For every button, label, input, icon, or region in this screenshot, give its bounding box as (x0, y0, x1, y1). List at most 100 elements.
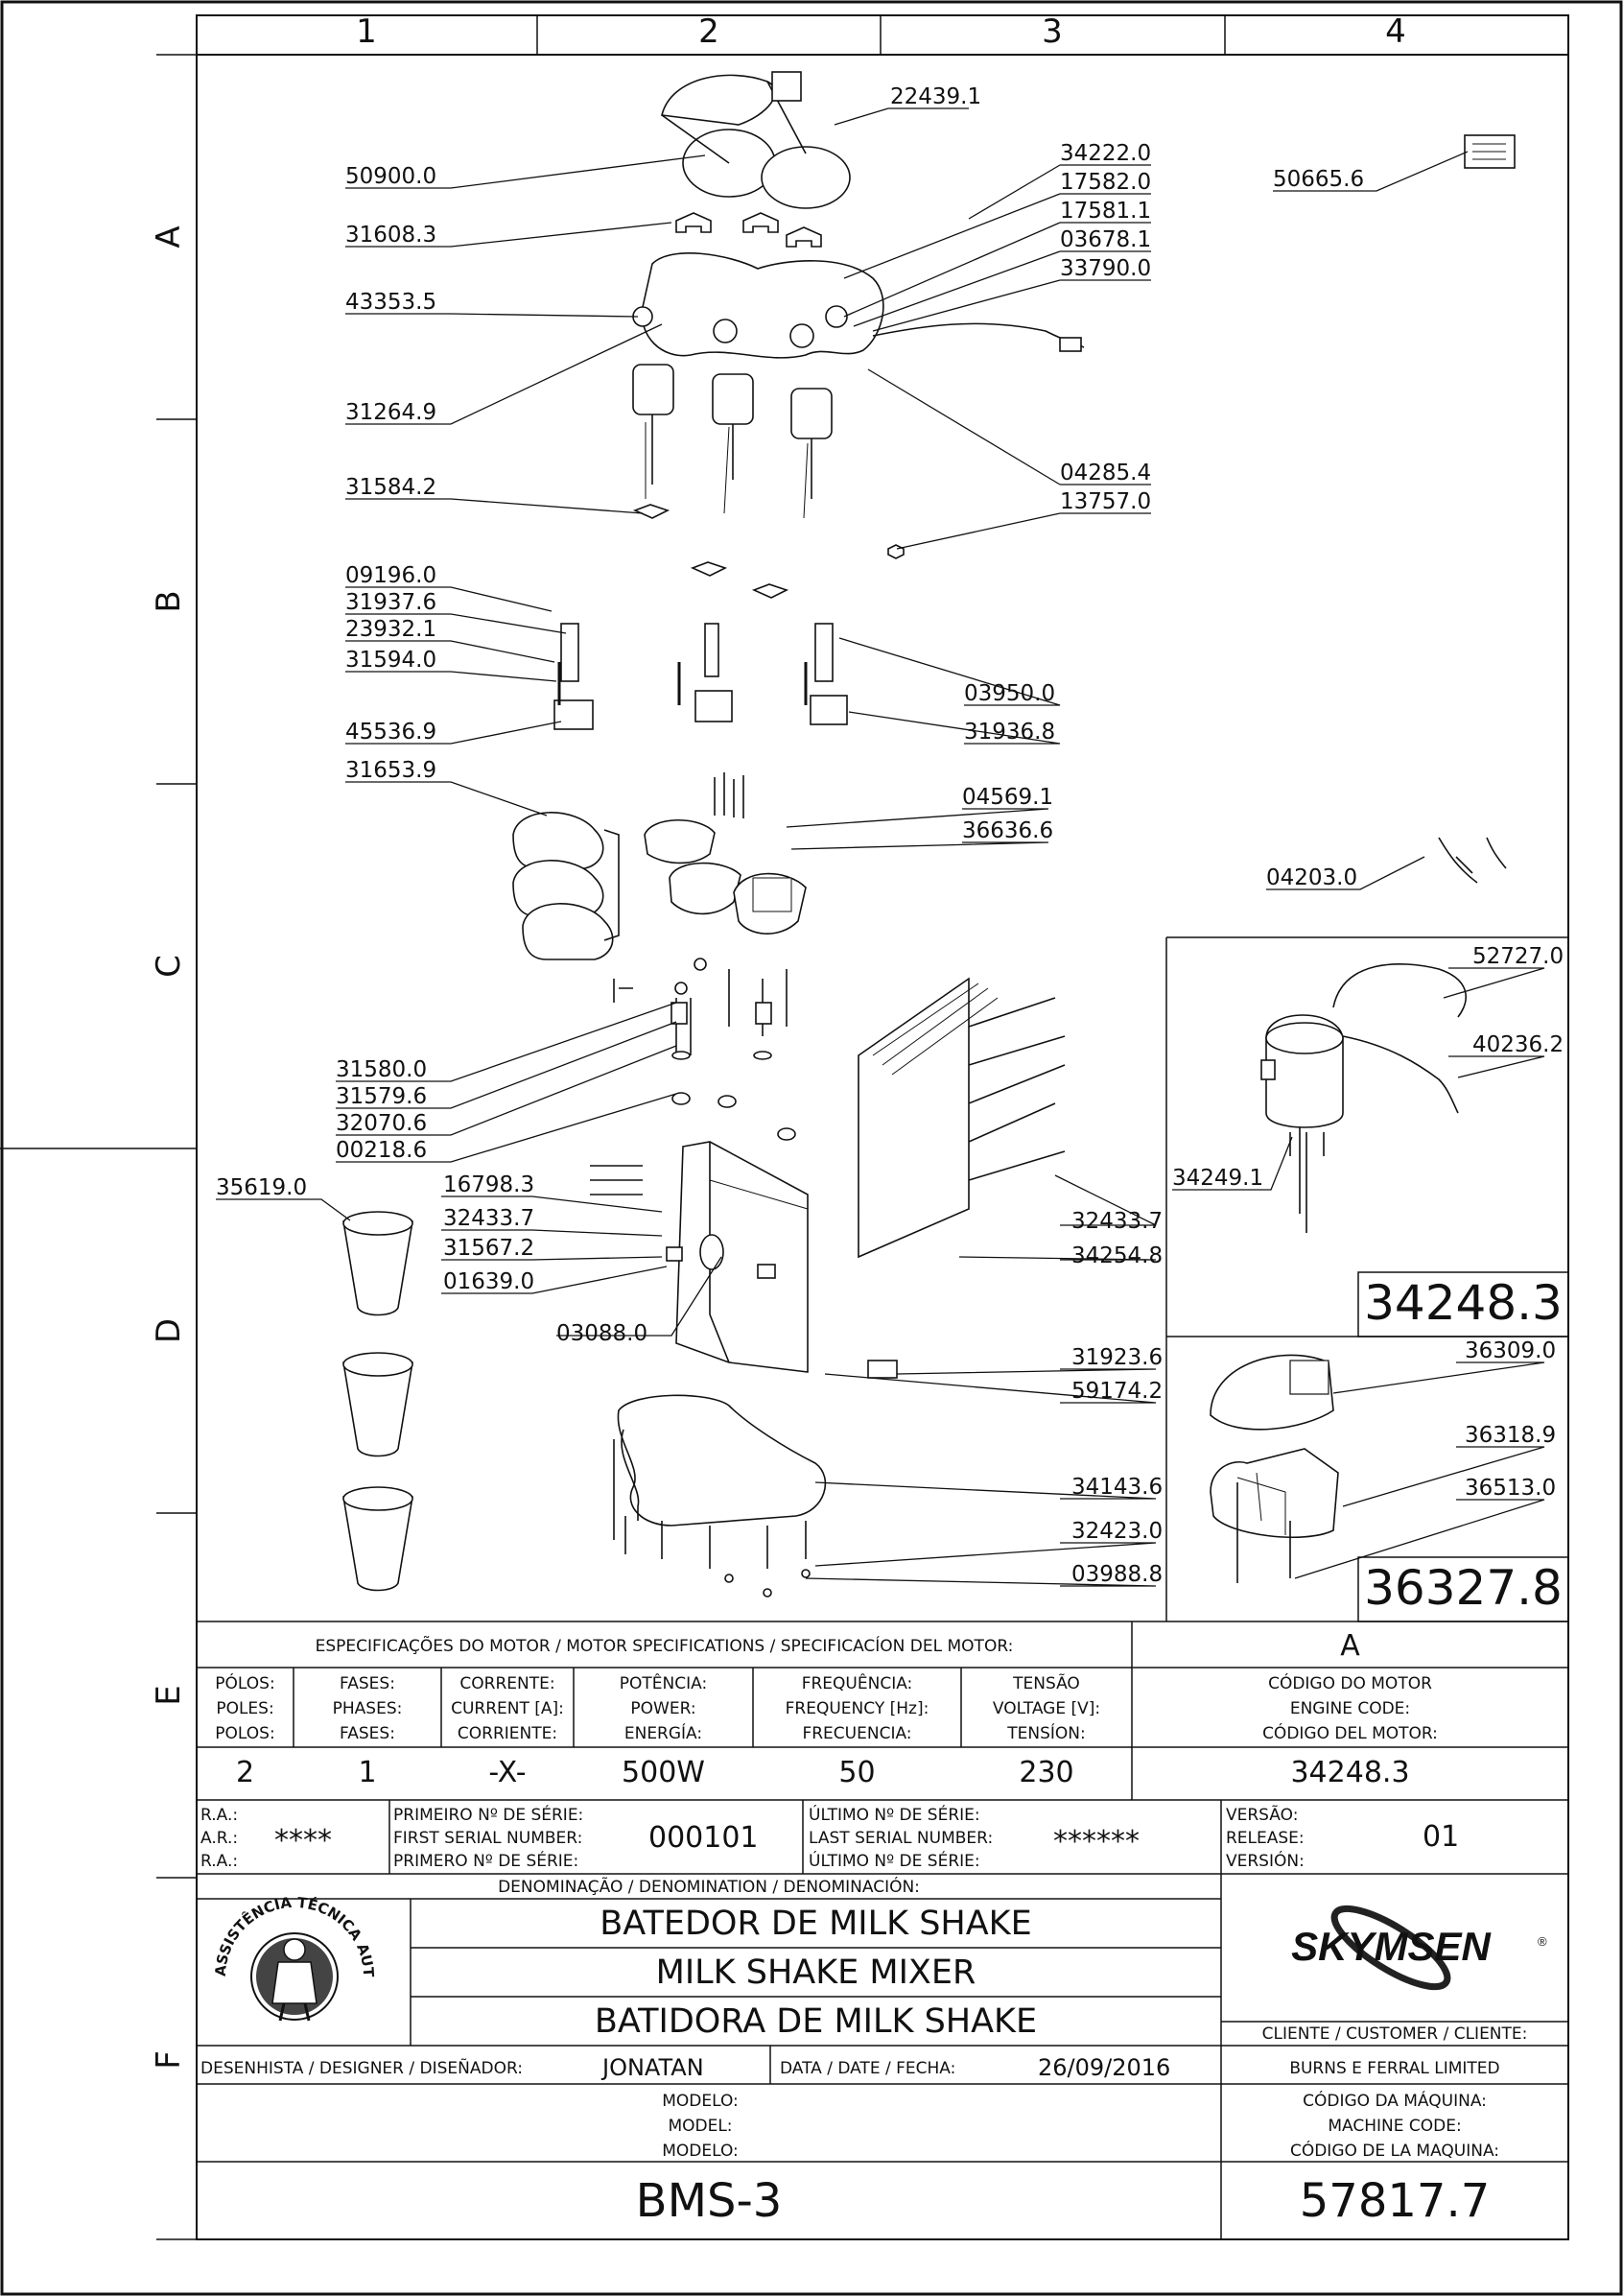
part-label: 17581.1 (1060, 199, 1151, 224)
part-label: 40236.2 (1472, 1032, 1564, 1057)
motor-assembly-code: 34248.3 (1364, 1275, 1563, 1331)
part-label: 43353.5 (345, 290, 436, 315)
version-labels: VERSÃO:RELEASE:VERSIÓN: (1226, 1806, 1305, 1871)
part-label: 52727.0 (1472, 944, 1564, 969)
part-label: 03678.1 (1060, 227, 1151, 252)
skymsen-logo: SKYMSEN ® (1291, 1905, 1547, 1991)
ra-labels: R.A.:A.R.:R.A.: (200, 1806, 239, 1871)
ra-value: **** (274, 1824, 332, 1858)
grid-row-a: A (150, 225, 188, 248)
customer-label: CLIENTE / CUSTOMER / CLIENTE: (1261, 2024, 1528, 2044)
part-label: 31937.6 (345, 590, 436, 615)
part-label: 31584.2 (345, 475, 436, 500)
version-value: 01 (1423, 1820, 1460, 1854)
spec-header-current: CORRENTE:CURRENT [A]:CORRIENTE: (451, 1674, 564, 1743)
spec-header-frequency: FREQUÊNCIA:FREQUENCY [Hz]:FRECUENCIA: (785, 1674, 929, 1743)
denomination-spanish: BATIDORA DE MILK SHAKE (594, 2002, 1038, 2041)
part-label: 36318.9 (1465, 1423, 1556, 1448)
part-label: 31653.9 (345, 758, 436, 783)
part-label: 33790.0 (1060, 256, 1151, 281)
part-label: 22439.1 (890, 84, 981, 109)
part-label: 16798.3 (443, 1172, 534, 1197)
machine-code-labels: CÓDIGO DA MÁQUINA:MACHINE CODE:CÓDIGO DE… (1289, 2092, 1500, 2161)
part-label: 03950.0 (964, 681, 1055, 706)
part-label: 45536.9 (345, 720, 436, 745)
denomination-english: MILK SHAKE MIXER (655, 1953, 976, 1992)
part-label: 32433.7 (1071, 1209, 1163, 1234)
part-label: 00218.6 (336, 1138, 427, 1163)
spec-value-voltage: 230 (1019, 1756, 1074, 1789)
part-label: 34143.6 (1071, 1475, 1163, 1500)
grid-row-c: C (150, 955, 188, 978)
part-label: 50900.0 (345, 164, 436, 189)
grid-row-d: D (150, 1318, 188, 1343)
part-label: 13757.0 (1060, 489, 1151, 514)
model-value: BMS-3 (635, 2174, 783, 2228)
part-label: 31923.6 (1071, 1345, 1163, 1370)
part-label: 04569.1 (962, 785, 1053, 810)
first-serial-labels: PRIMEIRO Nº DE SÉRIE:FIRST SERIAL NUMBER… (393, 1806, 584, 1871)
motor-specs-column-label: A (1340, 1629, 1360, 1663)
spec-value-poles: 2 (235, 1756, 255, 1789)
model-labels: MODELO:MODEL:MODELO: (662, 2092, 739, 2161)
part-label: 31580.0 (336, 1057, 427, 1082)
exploded-assembly-drawing (342, 71, 1516, 1598)
part-label: 50665.6 (1273, 167, 1364, 192)
spec-value-phases: 1 (358, 1756, 377, 1789)
grid-column-4: 4 (1385, 12, 1406, 51)
svg-text:®: ® (1538, 1934, 1547, 1949)
grid-row-e: E (150, 1685, 188, 1705)
last-serial-value: ****** (1053, 1825, 1140, 1858)
spec-header-power: POTÊNCIA:POWER:ENERGÍA: (619, 1674, 708, 1743)
part-label: 09196.0 (345, 563, 436, 588)
part-label: 34254.8 (1071, 1243, 1163, 1268)
head-assembly-code: 36327.8 (1364, 1560, 1563, 1616)
part-label: 36636.6 (962, 818, 1053, 843)
part-number-labels: 22439.1 50900.0 34222.0 17582.0 17581.1 … (216, 84, 1564, 1587)
part-label: 36513.0 (1465, 1476, 1556, 1501)
part-label: 31594.0 (345, 648, 436, 673)
first-serial-value: 000101 (648, 1821, 759, 1855)
designer-value: JONATAN (602, 2054, 704, 2081)
date-label: DATA / DATE / FECHA: (780, 2059, 956, 2078)
machine-code-value: 57817.7 (1299, 2174, 1491, 2228)
part-label: 35619.0 (216, 1175, 307, 1200)
part-label: 31264.9 (345, 400, 436, 425)
spec-header-phases: FASES:PHASES:FASES: (332, 1674, 403, 1743)
grid-row-b: B (150, 590, 188, 612)
part-label: 36309.0 (1465, 1338, 1556, 1363)
title-block-lines (197, 1621, 1568, 2239)
date-value: 26/09/2016 (1038, 2054, 1171, 2081)
part-label: 31936.8 (964, 720, 1055, 745)
part-label: 04203.0 (1266, 865, 1357, 890)
part-label: 17582.0 (1060, 170, 1151, 195)
spec-value-frequency: 50 (838, 1756, 876, 1789)
denomination-portuguese: BATEDOR DE MILK SHAKE (600, 1905, 1032, 1943)
part-label: 34249.1 (1172, 1166, 1263, 1191)
part-label: 03988.8 (1071, 1562, 1163, 1587)
svg-text:SKYMSEN: SKYMSEN (1291, 1924, 1492, 1969)
part-label: 31579.6 (336, 1084, 427, 1109)
part-label: 01639.0 (443, 1269, 534, 1294)
denomination-label: DENOMINAÇÃO / DENOMINATION / DENOMINACIÓ… (498, 1878, 920, 1897)
motor-inset-frame (1165, 936, 1569, 1622)
spec-header-poles: PÓLOS:POLES:POLOS: (215, 1674, 275, 1743)
part-label: 31567.2 (443, 1236, 534, 1261)
motor-specs-title: ESPECIFICAÇÕES DO MOTOR / MOTOR SPECIFIC… (315, 1637, 1014, 1656)
part-label: 04285.4 (1060, 461, 1151, 485)
grid-column-1: 1 (356, 12, 377, 51)
spec-value-engine-code: 34248.3 (1290, 1756, 1410, 1789)
customer-value: BURNS E FERRAL LIMITED (1289, 2059, 1500, 2078)
leader-lines (216, 107, 1545, 1587)
last-serial-labels: ÚLTIMO Nº DE SÉRIE:LAST SERIAL NUMBER:ÚL… (809, 1806, 994, 1871)
part-label: 32070.6 (336, 1111, 427, 1136)
designer-label: DESENHISTA / DESIGNER / DISEÑADOR: (200, 2059, 523, 2078)
part-label: 03088.0 (556, 1321, 647, 1346)
grid-column-3: 3 (1042, 12, 1063, 51)
part-label: 32433.7 (443, 1206, 534, 1231)
grid-row-f: F (150, 2050, 188, 2070)
part-label: 32423.0 (1071, 1519, 1163, 1544)
